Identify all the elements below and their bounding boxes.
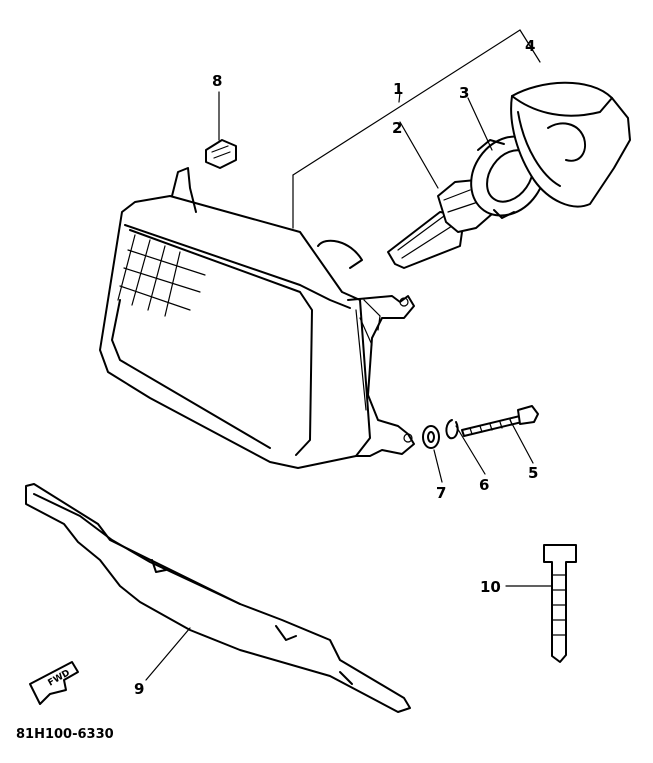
stay (25, 483, 411, 713)
leader-lines (145, 91, 553, 681)
callout-4: 4 (525, 37, 535, 55)
bolt (461, 405, 539, 437)
callout-5: 5 (528, 464, 538, 482)
lock-washer (445, 419, 459, 440)
callout-3: 3 (459, 84, 469, 102)
callout-1: 1 (393, 80, 403, 98)
callout-7: 7 (436, 484, 446, 502)
cable-band (543, 544, 577, 663)
fwd-arrow-icon: FWD (29, 661, 79, 705)
diagram-code: 81H100-6330 (16, 727, 114, 742)
grommet (205, 139, 237, 169)
callouts: 1 2 3 4 5 6 7 8 9 10 (134, 37, 538, 698)
callout-2: 2 (392, 119, 402, 137)
socket-cover (510, 81, 631, 208)
washer (422, 425, 440, 449)
assembly-bracket (292, 29, 541, 229)
callout-8: 8 (212, 72, 222, 90)
callout-10: 10 (480, 578, 501, 596)
callout-6: 6 (479, 476, 489, 494)
headlight-housing (99, 167, 415, 469)
callout-9: 9 (134, 680, 144, 698)
